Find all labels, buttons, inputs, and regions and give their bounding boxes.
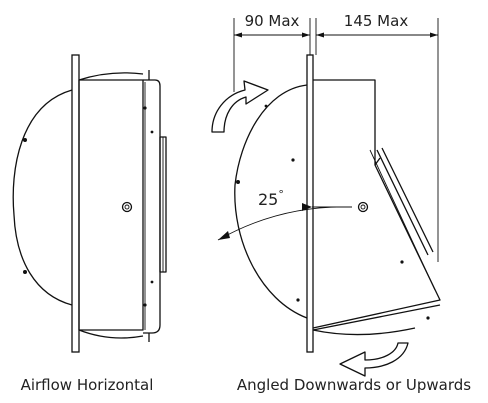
screw-left — [121, 201, 133, 213]
caption-angled: Angled Downwards or Upwards — [237, 376, 471, 394]
body-right — [312, 79, 441, 329]
airflow-down-arrow — [339, 342, 409, 377]
wall-plate-left — [71, 54, 80, 353]
dimension-lines — [233, 18, 439, 262]
body-left — [78, 79, 144, 331]
dimension-right-label: 145 Max — [344, 12, 409, 30]
angled-unit — [234, 54, 441, 353]
rear-housing-right — [234, 84, 308, 319]
horizontal-unit — [12, 54, 167, 353]
airflow-up-arrow — [211, 80, 269, 133]
caption-horizontal: Airflow Horizontal — [21, 376, 154, 394]
wall-plate-right — [306, 54, 314, 353]
angle-label: 25° — [258, 188, 284, 209]
dimension-left-label: 90 Max — [245, 12, 300, 30]
louvre-right — [376, 147, 434, 256]
rear-housing-left — [12, 89, 73, 306]
screw-right — [357, 201, 369, 213]
front-frame-left — [143, 79, 161, 334]
angle-indicator — [217, 203, 352, 241]
